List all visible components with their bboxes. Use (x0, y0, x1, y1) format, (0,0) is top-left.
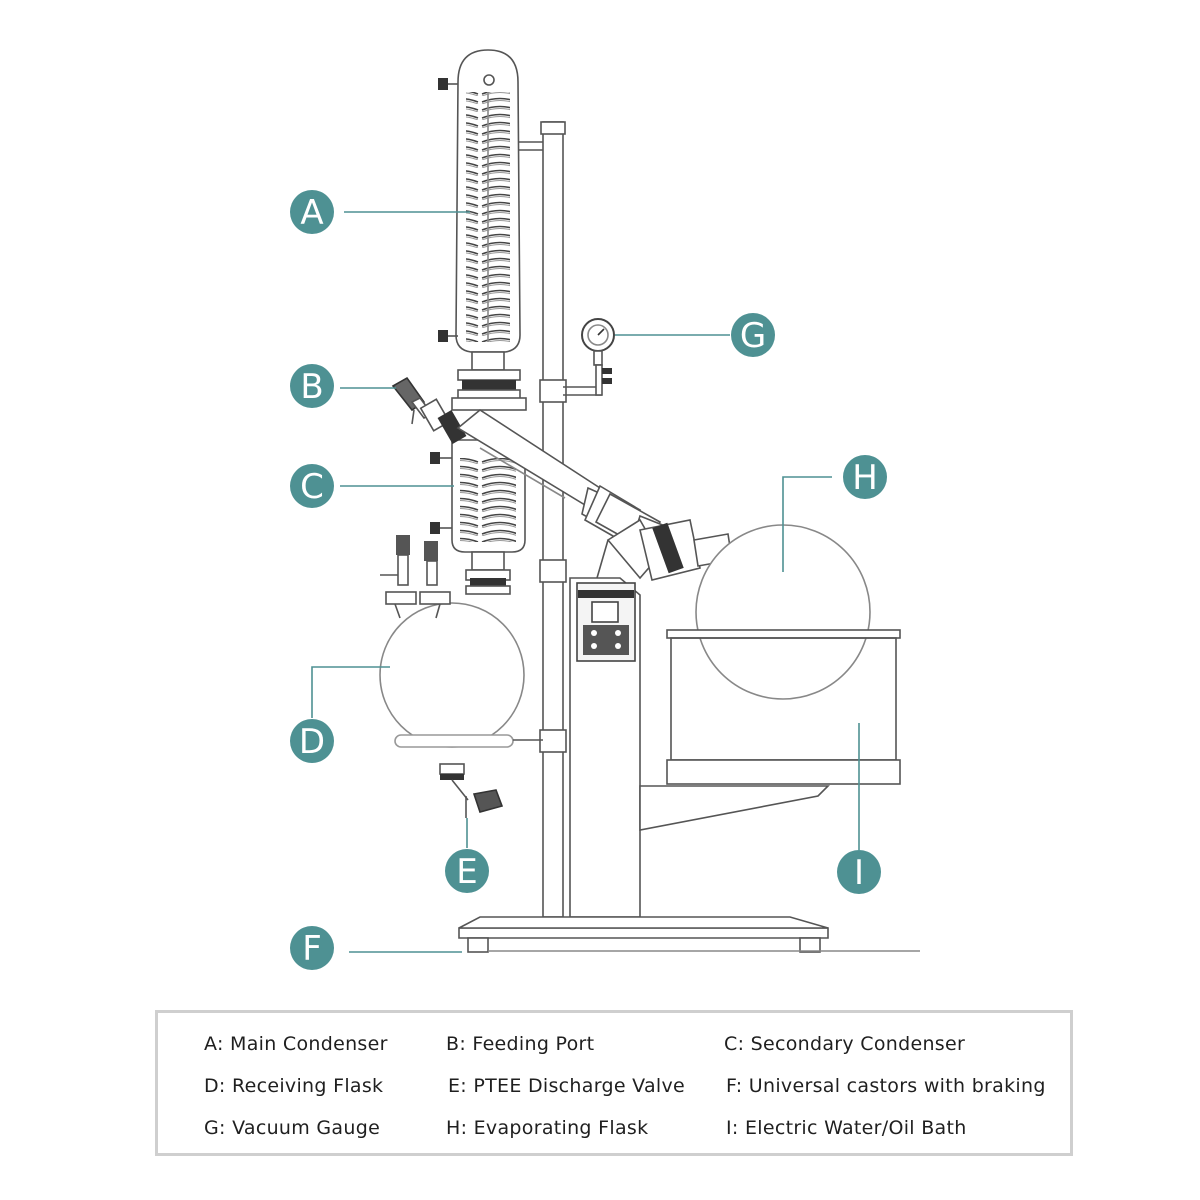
water-oil-bath (639, 629, 901, 831)
callout-F: F (290, 926, 334, 970)
callout-B: B (290, 364, 334, 408)
callout-C: C (290, 464, 334, 508)
callout-letter: F (302, 929, 322, 969)
callout-letter: B (300, 367, 323, 407)
motor-column (569, 518, 661, 918)
base-plate (458, 916, 920, 953)
legend-item-a: A: Main Condenser (204, 1033, 388, 1055)
support-rod (539, 121, 567, 918)
legend-item-b: B: Feeding Port (446, 1033, 595, 1055)
rotary-evaporator-diagram: A B C D E F G H (290, 49, 920, 970)
leader-D (311, 666, 390, 718)
main-condenser (438, 49, 543, 411)
callout-letter: C (300, 467, 324, 507)
legend-item-e: E: PTEE Discharge Valve (448, 1075, 686, 1097)
apparatus-drawing (379, 49, 920, 953)
callout-G: G (731, 313, 775, 357)
secondary-condenser (430, 439, 526, 595)
callout-H: H (843, 455, 887, 499)
callout-I: I (837, 850, 881, 894)
vacuum-gauge-icon (581, 318, 615, 396)
legend-box: A: Main Condenser B: Feeding Port C: Sec… (155, 1010, 1073, 1156)
callout-markers: A B C D E F G H (290, 190, 887, 970)
callout-D: D (290, 719, 334, 763)
legend-item-g: G: Vacuum Gauge (204, 1117, 381, 1139)
leader-H (782, 476, 832, 572)
control-panel-icon (576, 582, 636, 662)
callout-letter: I (854, 853, 864, 893)
callout-letter: D (299, 722, 325, 762)
discharge-valve (439, 763, 504, 818)
feeding-port (391, 376, 467, 444)
legend-item-c: C: Secondary Condenser (724, 1033, 966, 1055)
callout-A: A (290, 190, 334, 234)
receiving-flask (379, 535, 543, 748)
callout-E: E (445, 849, 489, 893)
callout-letter: E (456, 852, 477, 892)
callout-letter: A (300, 193, 323, 233)
callout-letter: H (852, 458, 878, 498)
legend-item-h: H: Evaporating Flask (446, 1117, 649, 1139)
leader-lines (311, 211, 860, 953)
legend-item-f: F: Universal castors with braking (726, 1075, 1046, 1097)
legend-item-d: D: Receiving Flask (204, 1075, 384, 1097)
callout-letter: G (740, 316, 766, 356)
legend-item-i: I: Electric Water/Oil Bath (726, 1117, 967, 1139)
